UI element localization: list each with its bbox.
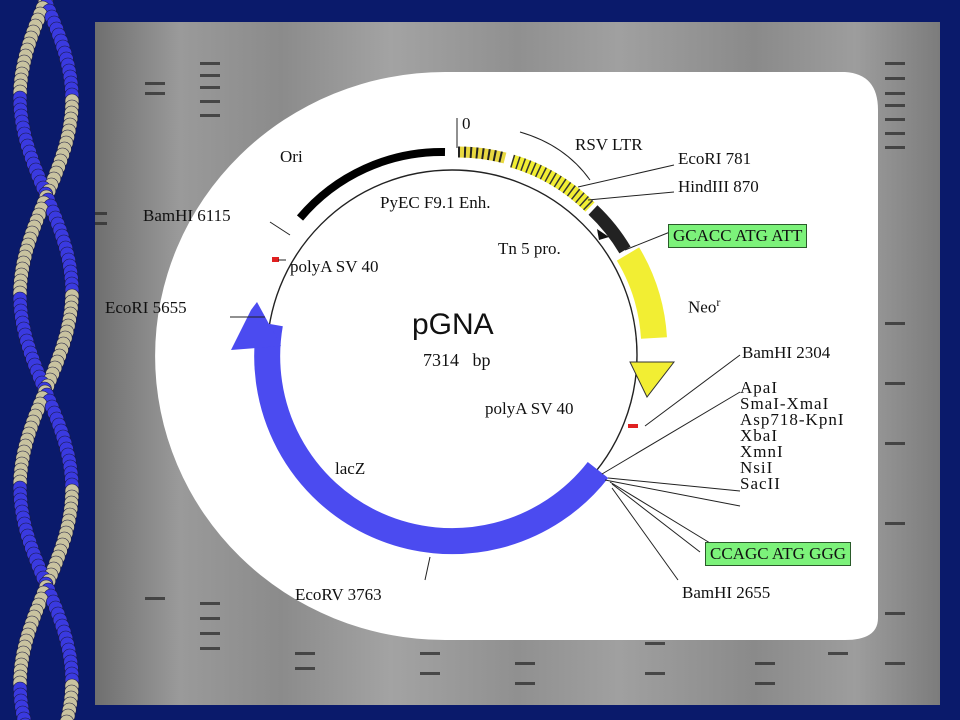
neo-label: Neor bbox=[688, 295, 721, 317]
rsv-ltr-hatch bbox=[457, 146, 507, 164]
tn5-arrowhead bbox=[597, 229, 609, 240]
gel-bands bbox=[95, 62, 905, 685]
neo-arrow-head bbox=[629, 361, 676, 398]
neo-arrow-body bbox=[616, 247, 667, 340]
mcs-site-list: ApaI SmaI-XmaI Asp718-KpnI XbaI XmnI Nsi… bbox=[740, 378, 845, 493]
polya-sv40-top-label: polyA SV 40 bbox=[290, 257, 379, 276]
polya-marker-left bbox=[272, 257, 279, 262]
polya-marker-right bbox=[628, 424, 638, 428]
hindiii-870-label: HindIII 870 bbox=[678, 177, 759, 196]
bamhi-6115-label: BamHI 6115 bbox=[143, 206, 231, 225]
lacz-arrow-head bbox=[231, 302, 281, 350]
mcs-site: XmnI bbox=[740, 442, 784, 461]
mcs-site: ApaI bbox=[740, 378, 778, 397]
ecorv-3763-label: EcoRV 3763 bbox=[295, 585, 382, 604]
origin-label: 0 bbox=[462, 114, 471, 133]
rsv-ltr-label: RSV LTR bbox=[575, 135, 643, 154]
ori-segment bbox=[296, 147, 446, 221]
pyec-hatch bbox=[510, 154, 595, 212]
bamhi-2304-label: BamHI 2304 bbox=[742, 343, 831, 362]
plasmid-map bbox=[155, 72, 879, 640]
ecori-781-label: EcoRI 781 bbox=[678, 149, 752, 168]
sequence-box-top: GCACC ATG ATT bbox=[668, 224, 808, 248]
ecori-5655-label: EcoRI 5655 bbox=[105, 298, 187, 317]
tn5-label: Tn 5 pro. bbox=[498, 239, 561, 258]
lacz-arrow-body bbox=[254, 321, 609, 555]
mcs-site: XbaI bbox=[740, 426, 778, 445]
leader-lines bbox=[230, 118, 741, 581]
mcs-site: NsiI bbox=[740, 458, 774, 477]
sequence-box-bottom: CCAGC ATG GGG bbox=[705, 542, 852, 566]
bamhi-2655-label: BamHI 2655 bbox=[682, 583, 771, 602]
tn5-segment bbox=[588, 205, 631, 254]
pyec-label: PyEC F9.1 Enh. bbox=[380, 193, 491, 212]
polya-sv40-right-label: polyA SV 40 bbox=[485, 399, 574, 418]
plasmid-map-card: 0 Ori RSV LTR EcoRI 781 HindIII 870 PyEC… bbox=[100, 70, 880, 642]
dna-helix-image bbox=[12, 0, 80, 720]
plasmid-size: 7314 bp bbox=[423, 350, 491, 370]
lacz-label: lacZ bbox=[335, 459, 366, 478]
plasmid-name: pGNA bbox=[412, 308, 494, 341]
mcs-site: SmaI-XmaI bbox=[740, 394, 830, 413]
mcs-site: Asp718-KpnI bbox=[740, 410, 845, 429]
ori-label: Ori bbox=[280, 147, 303, 166]
mcs-site: SacII bbox=[740, 474, 781, 493]
